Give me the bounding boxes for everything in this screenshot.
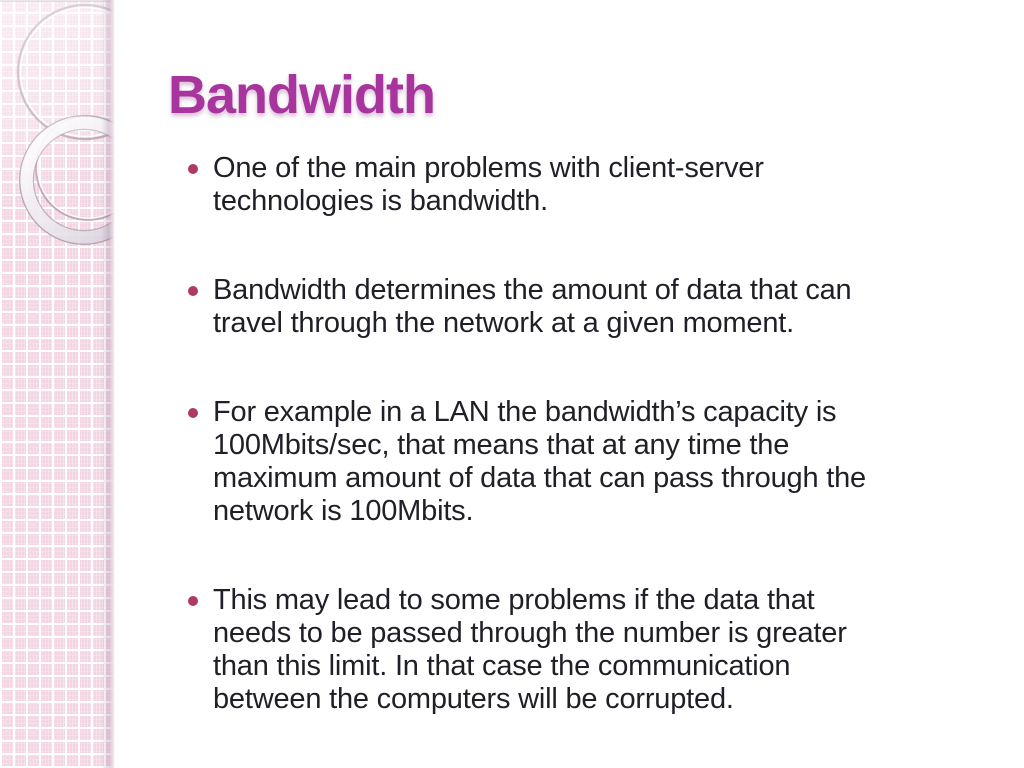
bullet-line: For example in a LAN the bandwidth’s cap… [213,396,837,428]
bullet-item: One of the main problems with client-ser… [188,152,998,218]
sidebar-decoration [0,0,115,768]
bullet-line: maximum amount of data that can pass thr… [213,462,866,494]
bullet-line: Bandwidth determines the amount of data … [213,274,852,306]
bullet-line: This may lead to some problems if the da… [213,584,815,616]
bullet-dot-icon [188,164,198,174]
bullet-line: One of the main problems with client-ser… [213,152,764,184]
bullet-line: between the computers will be corrupted. [213,683,734,715]
bullet-line: than this limit. In that case the commun… [213,650,791,682]
bullet-line: needs to be passed through the number is… [213,617,847,649]
bullet-item: For example in a LAN the bandwidth’s cap… [188,396,998,528]
bullet-line: travel through the network at a given mo… [213,307,794,339]
bullet-item: Bandwidth determines the amount of data … [188,274,998,340]
bullet-list: One of the main problems with client-ser… [188,152,998,768]
bullet-dot-icon [188,408,198,418]
bullet-item: This may lead to some problems if the da… [188,584,998,716]
decorative-circles [16,3,115,245]
slide-title: Bandwidth [168,65,436,125]
bullet-line: 100Mbits/sec, that means that at any tim… [213,429,790,461]
bullet-dot-icon [188,596,198,606]
bullet-line: technologies is bandwidth. [213,185,548,217]
bullet-dot-icon [188,286,198,296]
bullet-line: network is 100Mbits. [213,495,474,527]
